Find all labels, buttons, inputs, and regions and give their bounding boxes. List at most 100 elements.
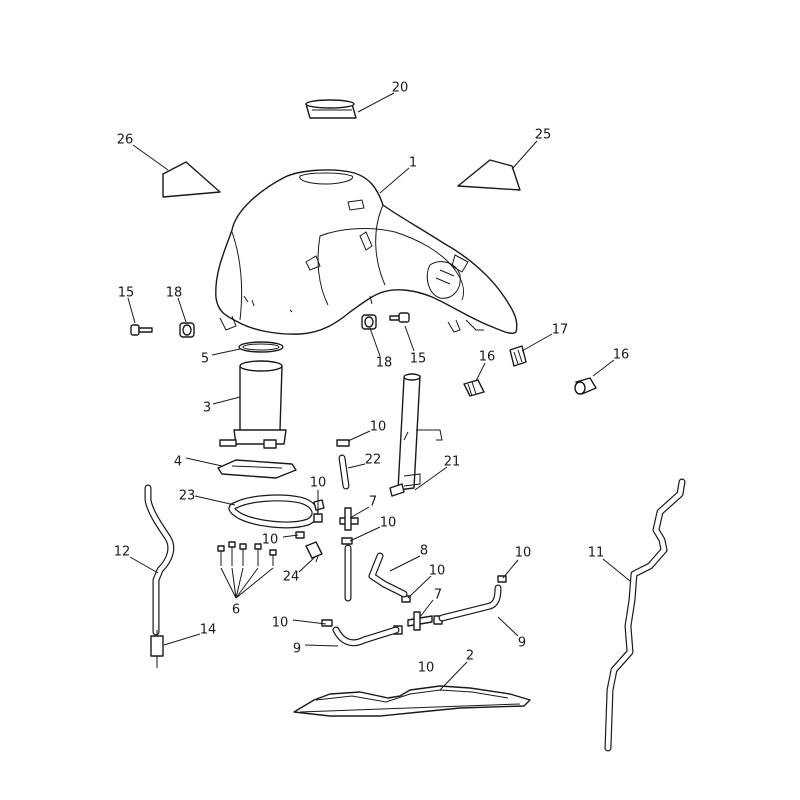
part-4-gasket	[217, 459, 297, 479]
part-18-grommet-left	[179, 322, 195, 338]
callout-label-c6: 6	[232, 603, 240, 618]
callout-label-c9a: 9	[293, 642, 301, 657]
part-25-right-pad	[457, 159, 521, 191]
callout-label-c2: 2	[466, 649, 474, 664]
leader-line-c7a	[349, 506, 370, 519]
part-26-left-pad	[162, 161, 221, 198]
part-23-loop-hose	[228, 494, 325, 529]
callout-label-c21: 21	[444, 455, 461, 470]
part-5-seal	[238, 341, 284, 353]
leader-line-c24	[298, 555, 317, 573]
callout-label-c4: 4	[174, 455, 182, 470]
leader-line-c10e	[407, 575, 432, 599]
leader-line-c18a	[177, 297, 187, 323]
callout-label-c10d: 10	[262, 533, 279, 548]
leader-line-c14	[163, 633, 201, 646]
callout-label-c10a: 10	[370, 420, 387, 435]
callout-label-c10g: 10	[272, 616, 289, 631]
leader-line-c4	[185, 457, 223, 467]
part-16-rubber-right	[574, 377, 597, 395]
callout-label-c16b: 16	[613, 348, 630, 363]
leader-line-c3	[212, 396, 241, 405]
part-22-short-hose	[338, 454, 350, 490]
callout-label-c7a: 7	[369, 495, 377, 510]
leader-line-c16b	[592, 359, 615, 377]
callout-label-c10b: 10	[310, 476, 327, 491]
callout-label-c11: 11	[588, 546, 605, 561]
part-21-tube-assembly	[389, 373, 443, 497]
callout-label-c20: 20	[392, 81, 409, 96]
part-20-filler-ring	[305, 99, 357, 119]
callout-label-c23: 23	[179, 489, 196, 504]
part-18-grommet-right	[361, 314, 377, 330]
leader-line-c17	[521, 333, 553, 352]
leader-line-c22	[347, 463, 366, 469]
part-6-studs	[217, 541, 277, 599]
callout-label-c7b: 7	[434, 588, 442, 603]
leader-line-c7b	[419, 599, 434, 618]
callout-label-c15b: 15	[410, 352, 427, 367]
leader-line-c5	[211, 348, 241, 356]
part-3-fuel-pump	[219, 360, 287, 449]
leader-line-c10a	[347, 430, 371, 442]
part-24-connector	[305, 541, 323, 563]
part-9-hose-right	[438, 584, 502, 622]
leader-line-c11	[602, 558, 631, 582]
callout-label-c3: 3	[203, 401, 211, 416]
part-7-tee-upper	[339, 507, 359, 531]
callout-label-c14: 14	[200, 623, 217, 638]
leader-line-c15b	[404, 325, 415, 352]
part-9-hose-left	[332, 626, 400, 647]
leader-line-c8	[389, 555, 421, 572]
part-2-mat	[293, 685, 531, 717]
leader-line-c10d	[282, 534, 299, 538]
leader-line-c15a	[127, 297, 136, 324]
part-8-s-hose	[344, 544, 408, 602]
callout-leaders	[127, 92, 631, 691]
part-17-bumper	[509, 345, 527, 367]
leader-line-c10f	[502, 559, 519, 579]
leader-line-c21	[414, 466, 448, 491]
callout-label-c5: 5	[201, 352, 209, 367]
callout-label-c10h: 10	[418, 661, 435, 676]
callout-label-c18b: 18	[376, 356, 393, 371]
callout-label-c10c: 10	[380, 516, 397, 531]
callout-label-c26: 26	[117, 133, 134, 148]
leader-line-c9b	[497, 616, 519, 637]
callout-label-c10e: 10	[429, 564, 446, 579]
leader-line-c20	[357, 92, 395, 113]
callout-label-c15a: 15	[118, 286, 135, 301]
part-16-rubber-left	[463, 379, 485, 397]
leader-line-c23	[194, 495, 236, 506]
leader-line-c25	[511, 140, 538, 170]
leader-line-c16a	[475, 362, 486, 382]
leader-line-c2	[439, 661, 468, 691]
callout-label-c1: 1	[409, 156, 417, 171]
leader-line-c9a	[304, 644, 339, 647]
callout-label-c8: 8	[420, 544, 428, 559]
part-15-bolt-right	[389, 312, 410, 323]
callout-label-c22: 22	[365, 453, 382, 468]
callout-label-c17: 17	[552, 323, 569, 338]
leader-line-c10c	[349, 526, 381, 542]
leader-line-c18b	[369, 327, 381, 357]
leader-line-c10g	[292, 619, 327, 625]
leader-line-c12	[129, 556, 159, 574]
leader-line-c1	[379, 167, 410, 194]
callout-label-c24: 24	[283, 570, 300, 585]
callout-label-c25: 25	[535, 128, 552, 143]
part-12-pipe-left	[144, 484, 175, 636]
callout-label-c9b: 9	[518, 636, 526, 651]
callout-label-c16a: 16	[479, 350, 496, 365]
part-14-filter	[150, 630, 164, 668]
part-15-bolt-left	[130, 324, 153, 336]
leader-line-c26	[132, 144, 169, 171]
part-1-fuel-tank	[215, 169, 518, 335]
part-7-connector-lower	[407, 611, 433, 631]
callout-label-c10f: 10	[515, 546, 532, 561]
callout-label-c18a: 18	[166, 286, 183, 301]
callout-label-c12: 12	[114, 545, 131, 560]
